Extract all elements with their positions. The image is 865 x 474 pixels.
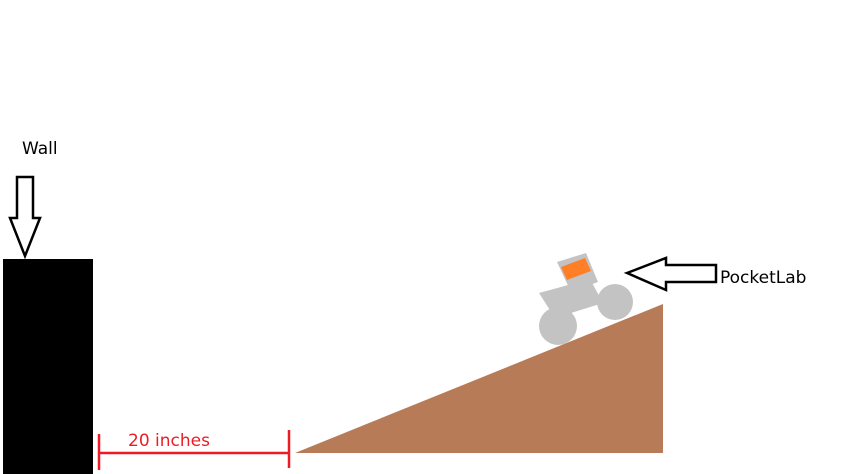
left-arrow-icon — [623, 256, 718, 292]
wall-label: Wall — [22, 139, 58, 159]
pocketlab-sensor — [561, 258, 591, 280]
ramp — [295, 304, 663, 453]
down-arrow-icon — [8, 175, 42, 260]
wall-block — [3, 259, 93, 474]
distance-marker — [97, 430, 291, 470]
distance-label: 20 inches — [128, 431, 210, 451]
pocketlab-label: PocketLab — [720, 268, 806, 288]
